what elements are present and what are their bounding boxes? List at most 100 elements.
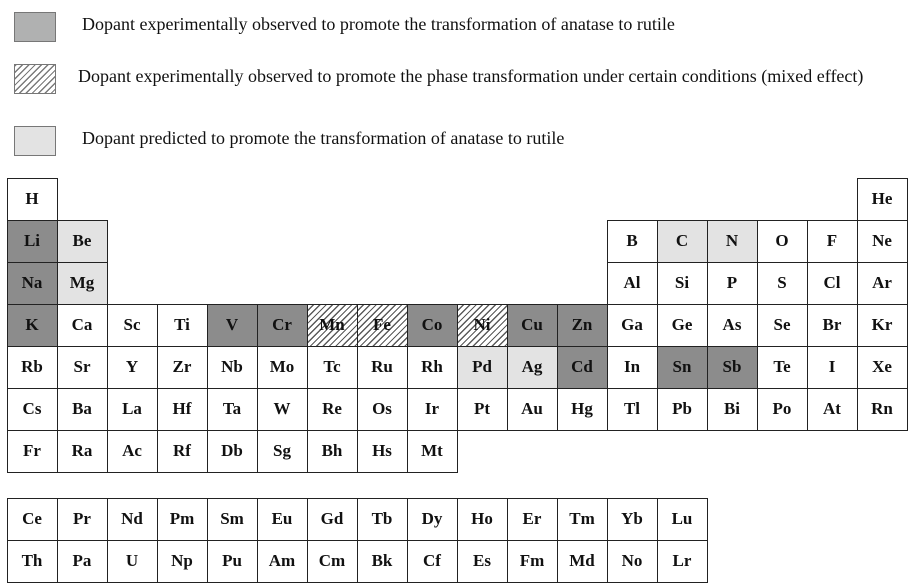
element-cell-pb: Pb [672, 399, 692, 418]
element-cell-no: No [621, 551, 643, 570]
grid-line [657, 262, 658, 304]
element-cell-tl: Tl [623, 399, 641, 418]
element-cell-in: In [623, 357, 641, 376]
grid-line [507, 304, 508, 346]
element-cell-cs: Cs [22, 399, 42, 418]
element-cell-cu: Cu [507, 304, 557, 346]
grid-line [757, 304, 758, 346]
grid-line [907, 220, 908, 262]
grid-line [607, 220, 608, 262]
grid-line [307, 388, 308, 430]
element-cell-tm: Tm [569, 509, 595, 528]
element-cell-ge: Ge [671, 315, 693, 334]
element-cell-tb: Tb [371, 509, 393, 528]
element-cell-ra: Ra [71, 441, 93, 460]
grid-line [607, 498, 608, 540]
element-cell-xe: Xe [872, 357, 892, 376]
element-cell-h: H [25, 189, 39, 208]
grid-line [857, 388, 858, 430]
element-cell-np: Np [171, 551, 193, 570]
element-cell-cl: Cl [823, 273, 841, 292]
element-cell-ni: Ni [457, 304, 507, 346]
grid-line [257, 498, 258, 540]
grid-line [757, 220, 758, 262]
element-cell-zr: Zr [172, 357, 192, 376]
grid-line [307, 346, 308, 388]
grid-line [557, 388, 558, 430]
element-cell-eu: Eu [271, 509, 293, 528]
grid-line [407, 388, 408, 430]
element-cell-ir: Ir [424, 399, 440, 418]
element-cell-mo: Mo [269, 357, 295, 376]
element-cell-sm: Sm [220, 509, 244, 528]
grid-line [357, 346, 358, 388]
legend-item-mixed: Dopant experimentally observed to promot… [14, 64, 898, 94]
grid-line [157, 540, 158, 582]
element-cell-pd: Pd [457, 346, 507, 388]
element-cell-bi: Bi [723, 399, 741, 418]
grid-line [407, 304, 408, 346]
legend-swatch-light [14, 126, 56, 156]
element-cell-es: Es [473, 551, 491, 570]
grid-line [307, 540, 308, 582]
element-cell-sn: Sn [657, 346, 707, 388]
element-cell-s: S [777, 273, 787, 292]
element-cell-v: V [207, 304, 257, 346]
element-cell-i: I [828, 357, 836, 376]
legend-item-promote: Dopant experimentally observed to promot… [14, 12, 675, 42]
grid-line [707, 540, 708, 582]
grid-line [107, 388, 108, 430]
grid-line [707, 498, 708, 540]
element-cell-sb: Sb [707, 346, 757, 388]
grid-line [607, 388, 608, 430]
grid-line [257, 304, 258, 346]
grid-line [507, 346, 508, 388]
grid-line [107, 346, 108, 388]
element-cell-ho: Ho [471, 509, 493, 528]
element-cell-re: Re [322, 399, 342, 418]
grid-line [557, 498, 558, 540]
grid-line [57, 430, 58, 472]
grid-line [807, 346, 808, 388]
grid-line [907, 388, 908, 430]
grid-line [757, 346, 758, 388]
element-cell-f: F [826, 231, 838, 250]
grid-line [107, 262, 108, 304]
grid-line [807, 220, 808, 262]
grid-line [607, 346, 608, 388]
grid-line [307, 498, 308, 540]
element-cell-kr: Kr [871, 315, 893, 334]
element-cell-am: Am [268, 551, 296, 570]
element-cell-ce: Ce [22, 509, 42, 528]
grid-line [207, 388, 208, 430]
element-cell-pt: Pt [473, 399, 491, 418]
legend-item-predicted: Dopant predicted to promote the transfor… [14, 126, 564, 156]
grid-line [7, 472, 458, 473]
grid-line [357, 430, 358, 472]
element-cell-lr: Lr [672, 551, 692, 570]
element-cell-md: Md [569, 551, 595, 570]
grid-line [457, 498, 458, 540]
element-cell-os: Os [372, 399, 392, 418]
element-cell-mt: Mt [421, 441, 443, 460]
grid-line [207, 430, 208, 472]
element-cell-he: He [871, 189, 893, 208]
element-cell-nb: Nb [221, 357, 243, 376]
element-cell-k: K [7, 304, 57, 346]
grid-line [457, 430, 458, 472]
legend-text-mixed: Dopant experimentally observed to promot… [78, 66, 864, 86]
element-cell-pa: Pa [72, 551, 92, 570]
grid-line [757, 388, 758, 430]
element-cell-at: At [823, 399, 841, 418]
element-cell-ga: Ga [621, 315, 643, 334]
element-cell-n: N [707, 220, 757, 262]
element-cell-po: Po [772, 399, 792, 418]
grid-line [357, 540, 358, 582]
grid-line [807, 388, 808, 430]
grid-line [257, 540, 258, 582]
element-cell-pu: Pu [222, 551, 242, 570]
element-cell-na: Na [7, 262, 57, 304]
grid-line [707, 220, 708, 262]
grid-line [7, 304, 8, 346]
element-cell-pm: Pm [169, 509, 195, 528]
